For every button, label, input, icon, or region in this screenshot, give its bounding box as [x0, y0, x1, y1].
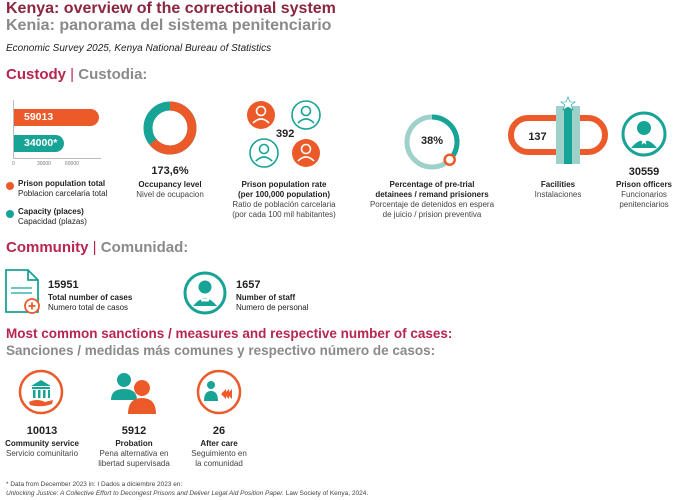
officers-label-en: Prison officers — [615, 180, 672, 189]
community-heading: Community | Comunidad: — [6, 239, 189, 256]
probation-value: 5912 — [121, 425, 147, 437]
staff-value: 1657 — [236, 279, 261, 291]
facilities-label-es: Instalaciones — [534, 190, 582, 199]
cases-value: 15951 — [48, 279, 79, 291]
probation-icon — [111, 373, 156, 414]
after-care-label-en: After care — [200, 439, 238, 448]
officers-label-es: Funcionarios penitenciarios — [619, 190, 669, 209]
occupancy-value: 173,6% — [151, 165, 189, 177]
community-service-label-es: Servicio comunitario — [5, 449, 79, 458]
occupancy-label-en: Occupancy level — [138, 180, 202, 189]
axis-tick: 0 — [12, 161, 15, 167]
after-care-icon — [196, 369, 242, 415]
legend-population-en: Prison population total — [18, 179, 106, 188]
custody-heading: Custody | Custodia: — [6, 66, 148, 83]
pretrial-ring-icon — [404, 114, 460, 170]
community-service-icon — [18, 369, 64, 415]
bar-x-axis — [13, 158, 101, 159]
pretrial-label-en: Percentage of pre-trial detainees / rema… — [375, 180, 489, 199]
community-service-value: 10013 — [26, 425, 58, 437]
population-rate-label-en: Prison population rate (per 100,000 popu… — [237, 180, 331, 199]
source-line: Economic Survey 2025, Kenya National Bur… — [6, 43, 272, 54]
capacity-bar: 34000* — [14, 135, 64, 152]
legend-capacity-es: Capacidad (plazas) — [18, 217, 87, 226]
probation-label-en: Probation — [115, 439, 153, 448]
page-title: Kenya: overview of the correctional syst… — [6, 0, 336, 17]
occupancy-label-es: Nivel de ocupacion — [136, 190, 204, 199]
population-rate-value: 392 — [276, 128, 295, 140]
staff-label-es: Numero de personal — [236, 303, 309, 312]
staff-icon — [183, 271, 227, 315]
facilities-icon — [508, 96, 608, 164]
page-subtitle: Kenia: panorama del sistema penitenciari… — [6, 17, 332, 34]
axis-tick: 30000 — [37, 161, 51, 167]
community-service-label-en: Community service — [5, 439, 79, 448]
officers-value: 30559 — [628, 166, 660, 178]
sanctions-heading-es: Sanciones / medidas más comunes y respec… — [6, 343, 436, 358]
legend-population-es: Poblacion carcelaria total — [18, 189, 108, 198]
legend-dot-capacity — [6, 210, 14, 218]
after-care-label-es: Seguimiento en la comunidad — [191, 449, 247, 468]
probation-label-es: Pena alternativa en libertad supervisada — [98, 449, 170, 468]
bar-axis-line — [13, 100, 14, 158]
occupancy-ring-icon — [143, 101, 197, 155]
axis-tick: 60000 — [65, 161, 79, 167]
after-care-value: 26 — [212, 425, 226, 437]
pretrial-value: 38% — [420, 135, 444, 147]
facilities-label-en: Facilities — [540, 180, 576, 189]
pretrial-label-es: Porcentaje de detenidos en espera de jui… — [369, 200, 495, 219]
facilities-value: 137 — [528, 131, 547, 143]
sanctions-heading-en: Most common sanctions / measures and res… — [6, 326, 453, 341]
prison-population-bar: 59013 — [14, 109, 99, 126]
cases-label-es: Numero total de casos — [48, 303, 129, 312]
population-rate-icon — [247, 100, 321, 168]
legend-dot-population — [6, 182, 14, 190]
population-rate-label-es: Ratio de población carcelaria (por cada … — [232, 200, 336, 219]
footer-citation: Unlocking Justice: A Collective Effort t… — [6, 490, 369, 497]
cases-label-en: Total number of cases — [48, 293, 133, 302]
officer-icon — [621, 111, 667, 157]
document-icon — [5, 269, 40, 314]
legend-capacity-en: Capacity (places) — [18, 207, 84, 216]
footer-note: * Data from December 2023 in: I Dados a … — [6, 481, 183, 488]
staff-label-en: Number of staff — [236, 293, 296, 302]
